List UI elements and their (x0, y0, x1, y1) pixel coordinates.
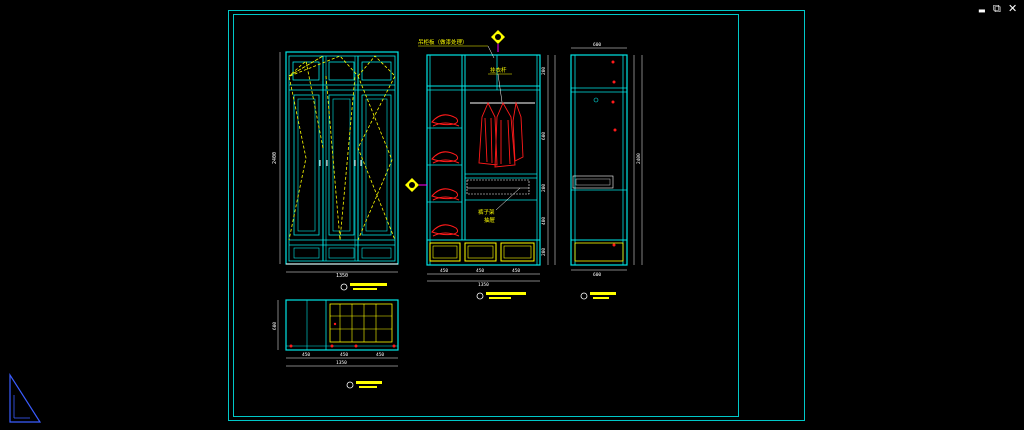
section-dims (427, 55, 556, 282)
restore-button[interactable]: ⧉ (993, 2, 1001, 15)
minimize-button[interactable]: ▬ (978, 6, 986, 15)
plan-dim-left: 600 (272, 322, 278, 330)
plan-dim-bottom-2: 450 (340, 352, 348, 358)
plan-dim-bottom-1: 450 (302, 352, 310, 358)
side-dim-total: 2400 (636, 153, 642, 164)
label-drawer: 抽屉 (484, 216, 496, 224)
section-dim-bottom-1: 450 (440, 268, 448, 274)
section-dim-total: 1350 (478, 282, 489, 288)
side-dim-top: 600 (593, 42, 601, 48)
section-dim-bottom-3: 450 (512, 268, 520, 274)
drawing-frame-inner (233, 14, 739, 417)
section-dim-right-4: 400 (541, 217, 547, 225)
close-button[interactable]: ✕ (1008, 2, 1018, 15)
section-title-marker (476, 292, 526, 300)
section-elevation (426, 54, 541, 266)
label-top-board: 吊柜板（做漆处理） (418, 38, 468, 46)
label-pull-rack: 裤子架 (478, 208, 495, 216)
label-hanging-rod: 挂衣杆 (490, 66, 507, 74)
hanging-coats (478, 101, 524, 168)
side-dim-bottom: 600 (593, 272, 601, 278)
ucs-icon (9, 372, 42, 423)
front-width-dim: 1350 (336, 273, 348, 279)
side-title-marker (580, 292, 616, 300)
section-dim-bottom-2: 450 (476, 268, 484, 274)
section-dim-right-5: 200 (541, 248, 547, 256)
section-dim-right-3: 200 (541, 184, 547, 192)
plan-red-markers (289, 322, 396, 348)
plan-dim-bottom-3: 450 (376, 352, 384, 358)
front-height-dim: 2400 (272, 152, 278, 164)
plan-dim-total: 1350 (336, 360, 347, 366)
side-elevation (570, 47, 643, 271)
side-red-markers (611, 60, 617, 247)
front-title-marker (340, 283, 387, 291)
plan-view (277, 299, 399, 367)
section-cut-marker-top (491, 30, 505, 52)
front-elevation (279, 51, 399, 273)
plan-title-marker (346, 381, 382, 389)
section-dim-right-1: 200 (541, 67, 547, 75)
drawing-frame-outer (228, 10, 805, 421)
folded-clothes (431, 114, 460, 237)
section-dim-right-2: 600 (541, 132, 547, 140)
section-cut-marker-left (405, 178, 427, 192)
